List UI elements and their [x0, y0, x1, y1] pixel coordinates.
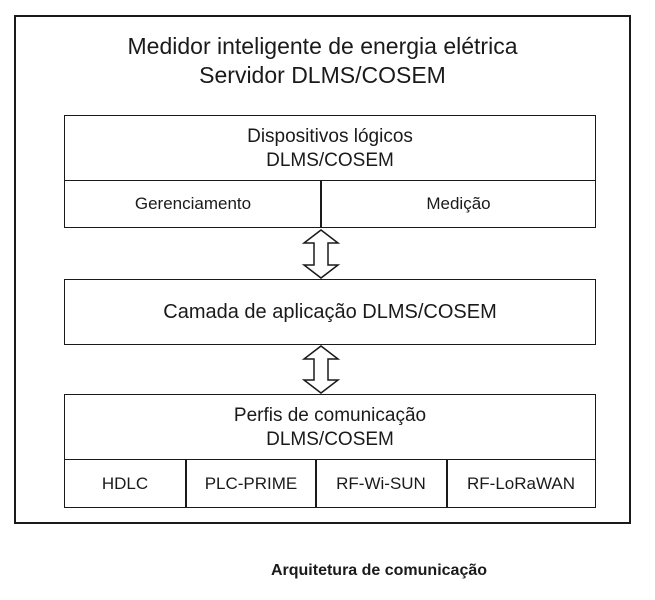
protocol-divider-1 — [185, 459, 187, 508]
protocol-divider-3 — [446, 459, 448, 508]
double-arrow-upper — [301, 229, 341, 279]
title-line-1: Medidor inteligente de energia elétrica — [127, 33, 518, 59]
meter-server-frame — [14, 15, 631, 524]
logical-devices-box: Dispositivos lógicos DLMS/COSEM — [64, 115, 596, 181]
management-cell: Gerenciamento — [134, 194, 252, 213]
diagram-title: Medidor inteligente de energia elétrica … — [14, 32, 631, 90]
protocol-divider-2 — [315, 459, 317, 508]
logical-devices-line-2: DLMS/COSEM — [266, 149, 394, 171]
communication-profiles-box: Perfis de comunicação DLMS/COSEM — [64, 394, 596, 460]
figure-caption: Arquitetura de comunicação — [270, 562, 488, 579]
profiles-line-1: Perfis de comunicação — [233, 404, 427, 426]
measurement-cell: Medição — [426, 194, 491, 213]
protocol-rf-wi-sun: RF-Wi-SUN — [336, 473, 426, 493]
profiles-line-2: DLMS/COSEM — [266, 428, 394, 450]
protocol-rf-lorawan: RF-LoRaWAN — [467, 473, 575, 493]
application-layer-box: Camada de aplicação DLMS/COSEM — [64, 279, 596, 345]
protocol-hdlc: HDLC — [101, 473, 149, 493]
protocol-plc-prime: PLC-PRIME — [204, 473, 298, 493]
protocols-row — [64, 459, 596, 508]
double-arrow-lower — [301, 345, 341, 394]
logical-devices-line-1: Dispositivos lógicos — [247, 125, 413, 147]
split-divider — [320, 180, 322, 228]
title-line-2: Servidor DLMS/COSEM — [199, 62, 446, 88]
logical-devices-split-row — [64, 180, 596, 228]
